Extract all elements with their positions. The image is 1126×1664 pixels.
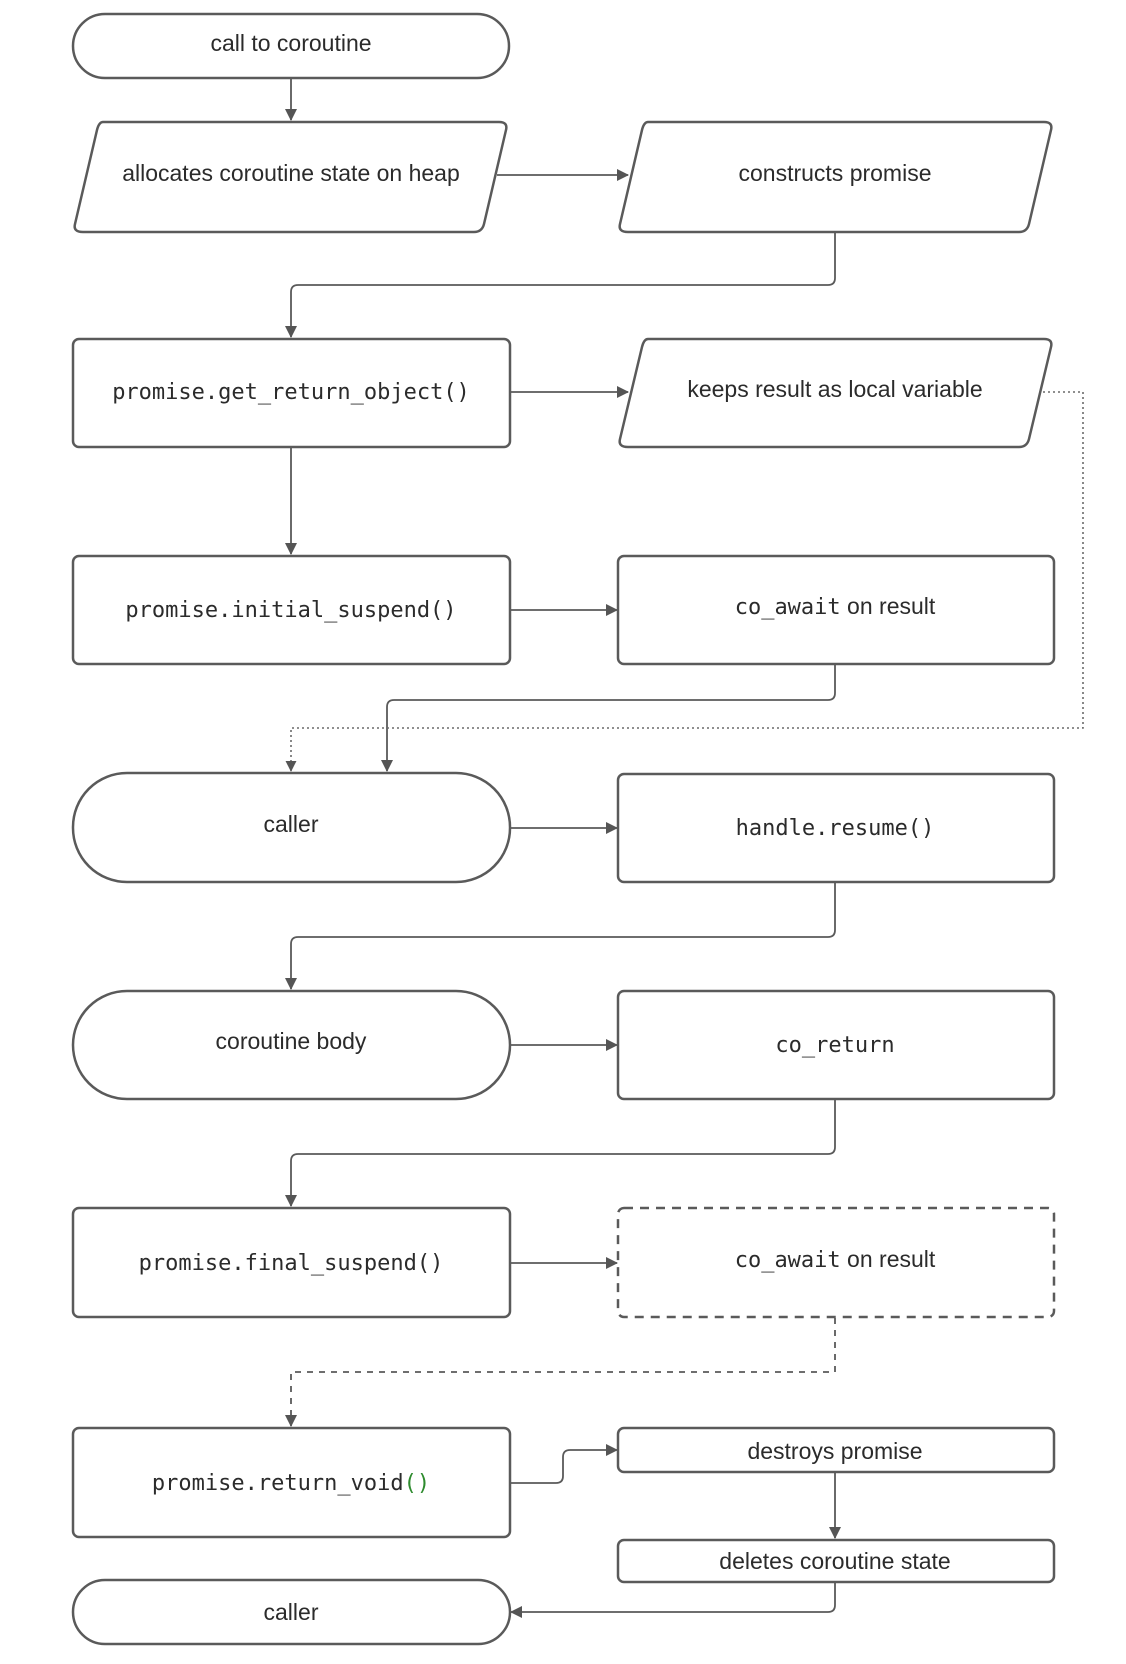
node-get-return-object-label: promise.get_return_object() <box>112 380 470 405</box>
node-deletes-state: deletes coroutine state <box>616 1538 1056 1584</box>
node-caller-1: caller <box>71 771 512 884</box>
node-handle-resume-label: handle.resume() <box>736 816 935 841</box>
nodes: call to coroutine allocates coroutine st… <box>71 12 1056 1646</box>
node-co-return-label: co_return <box>775 1033 894 1058</box>
node-return-void-label: promise.return_void() <box>152 1471 430 1496</box>
node-handle-resume: handle.resume() <box>616 772 1056 884</box>
node-caller-2-label: caller <box>264 1599 319 1625</box>
node-co-await-final-label: co_await on result <box>735 1246 936 1273</box>
node-allocates-state: allocates coroutine state on heap <box>73 120 508 234</box>
node-keeps-result-label: keeps result as local variable <box>687 376 982 402</box>
node-call-to-coroutine-label: call to coroutine <box>210 30 371 56</box>
node-call-to-coroutine: call to coroutine <box>71 12 511 80</box>
node-constructs-promise: constructs promise <box>618 120 1053 234</box>
edge-handle-resume-to-coroutine-body <box>285 882 836 990</box>
co-await-keyword: co_await <box>735 595 841 620</box>
edge-co-await-final-to-return-void <box>285 1318 836 1427</box>
edges <box>285 78 1084 1618</box>
edge-return-void-to-destroys-promise <box>510 1444 618 1484</box>
return-void-code: promise.return_void <box>152 1471 404 1496</box>
node-destroys-promise: destroys promise <box>616 1426 1056 1474</box>
co-await-suffix: on result <box>841 593 936 619</box>
node-final-suspend-label: promise.final_suspend() <box>139 1251 444 1276</box>
node-constructs-promise-label: constructs promise <box>738 160 931 186</box>
node-final-suspend: promise.final_suspend() <box>71 1206 512 1319</box>
node-deletes-state-label: deletes coroutine state <box>719 1548 950 1574</box>
node-caller-2: caller <box>71 1578 512 1646</box>
node-caller-1-label: caller <box>264 811 319 837</box>
edge-co-await-to-caller <box>381 665 836 772</box>
edge-co-return-to-final-suspend <box>285 1100 836 1207</box>
return-void-parens: () <box>404 1471 431 1496</box>
node-initial-suspend: promise.initial_suspend() <box>71 554 512 666</box>
node-co-await-final: co_await on result <box>616 1206 1056 1319</box>
node-co-return: co_return <box>616 989 1056 1101</box>
node-co-await-initial: co_await on result <box>616 554 1056 666</box>
node-destroys-promise-label: destroys promise <box>747 1438 922 1464</box>
node-get-return-object: promise.get_return_object() <box>71 337 512 449</box>
co-await-suffix: on result <box>841 1246 936 1272</box>
co-await-keyword: co_await <box>735 1248 841 1273</box>
edge-keeps-result-to-caller-dotted <box>285 391 1084 772</box>
node-allocates-state-label: allocates coroutine state on heap <box>122 160 460 186</box>
node-return-void: promise.return_void() <box>71 1426 512 1539</box>
node-coroutine-body: coroutine body <box>71 989 512 1101</box>
node-keeps-result: keeps result as local variable <box>618 337 1053 449</box>
node-initial-suspend-label: promise.initial_suspend() <box>125 598 456 623</box>
edge-deletes-to-caller <box>510 1581 836 1618</box>
node-co-await-initial-label: co_await on result <box>735 593 936 620</box>
edge-construct-to-get-return-object <box>285 232 836 338</box>
node-coroutine-body-label: coroutine body <box>216 1028 367 1054</box>
